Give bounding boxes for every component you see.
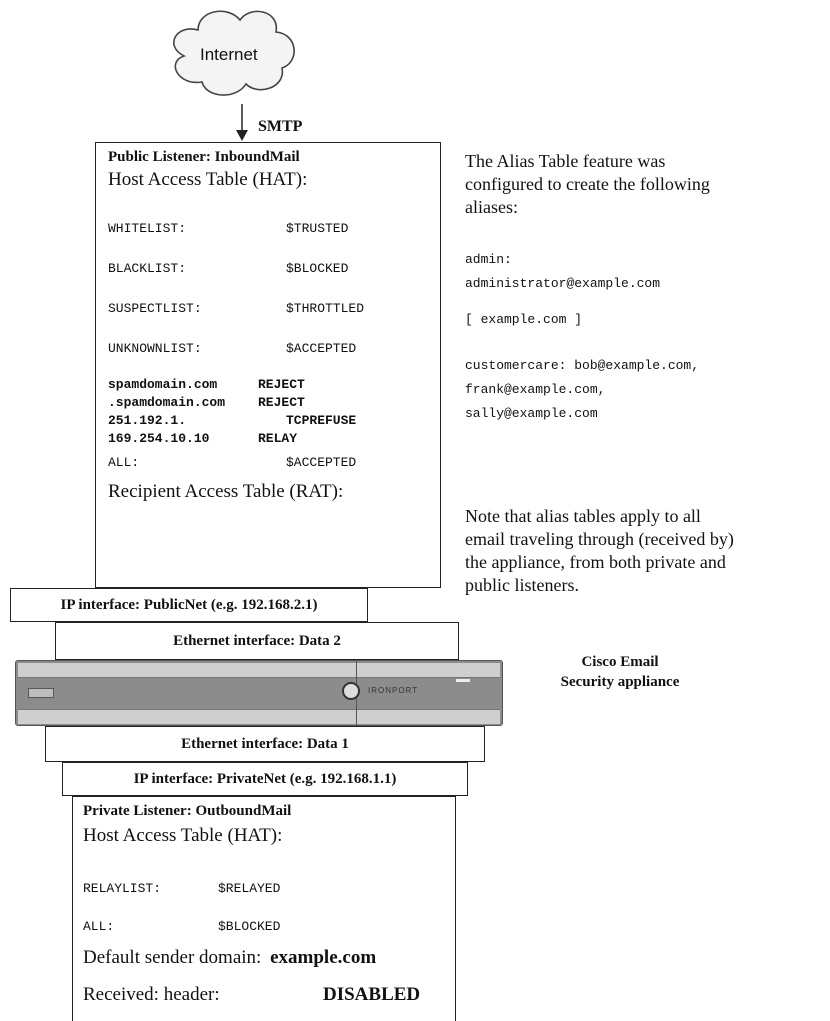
security-appliance: IRONPORT bbox=[15, 660, 503, 726]
hat-row: ALL:$BLOCKED bbox=[83, 919, 281, 934]
hat-row: RELAYLIST:$RELAYED bbox=[83, 881, 281, 896]
public-rat-heading: Recipient Access Table (RAT): bbox=[108, 481, 344, 502]
hat-row: ALL:$ACCEPTED bbox=[108, 455, 357, 470]
smtp-label: SMTP bbox=[258, 118, 303, 135]
alias-domain: [ example.com ] bbox=[465, 312, 583, 327]
appliance-led bbox=[456, 679, 470, 682]
appliance-bottom-panel bbox=[18, 709, 500, 724]
private-hat-heading: Host Access Table (HAT): bbox=[83, 825, 283, 846]
ethernet-interface-data2: Ethernet interface: Data 2 bbox=[55, 622, 459, 660]
alias-admin: admin: administrator@example.com bbox=[465, 252, 661, 291]
private-listener-box: Private Listener: OutboundMail Host Acce… bbox=[72, 796, 456, 1021]
appliance-left-slot bbox=[28, 688, 54, 698]
hat-row: SUSPECTLIST:$THROTTLED bbox=[108, 301, 365, 316]
alias-customercare: customercare: bob@example.com, frank@exa… bbox=[465, 358, 700, 421]
power-icon bbox=[342, 682, 360, 700]
ethernet-interface-data1: Ethernet interface: Data 1 bbox=[45, 726, 485, 762]
appliance-brand: IRONPORT bbox=[368, 686, 419, 695]
alias-note: Note that alias tables apply to all emai… bbox=[465, 506, 734, 595]
public-listener-title: Public Listener: InboundMail bbox=[108, 149, 300, 165]
hat-row: UNKNOWNLIST:$ACCEPTED bbox=[108, 341, 357, 356]
public-listener-box: Public Listener: InboundMail Host Access… bbox=[95, 142, 441, 588]
smtp-arrow bbox=[236, 104, 248, 141]
internet-cloud bbox=[173, 10, 295, 96]
default-sender-domain: Default sender domain: example.com bbox=[83, 947, 377, 968]
internet-label: Internet bbox=[200, 45, 258, 64]
private-listener-title: Private Listener: OutboundMail bbox=[83, 803, 292, 819]
appliance-label: Cisco Email Security appliance bbox=[560, 654, 680, 690]
received-header: Received: header:DISABLED bbox=[83, 984, 421, 1005]
alias-intro: The Alias Table feature was configured t… bbox=[465, 151, 710, 217]
domain-row: 251.192.1.TCPREFUSE bbox=[108, 413, 357, 428]
hat-row: BLACKLIST:$BLOCKED bbox=[108, 261, 349, 276]
appliance-top-panel bbox=[18, 663, 500, 678]
hat-row: WHITELIST:$TRUSTED bbox=[108, 221, 349, 236]
public-hat-heading: Host Access Table (HAT): bbox=[108, 169, 308, 190]
ip-interface-private: IP interface: PrivateNet (e.g. 192.168.1… bbox=[62, 762, 468, 796]
ip-interface-public: IP interface: PublicNet (e.g. 192.168.2.… bbox=[10, 588, 368, 622]
